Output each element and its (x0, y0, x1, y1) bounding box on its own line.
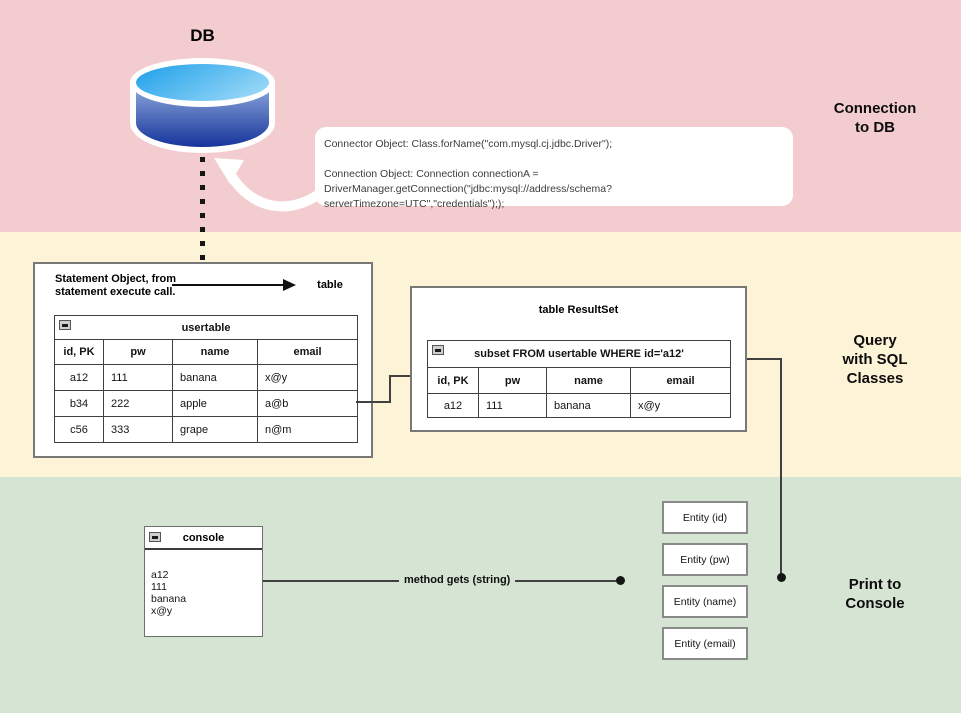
table-row: a12 111 banana x@y (54, 364, 359, 391)
connector-endpoint-dot (616, 576, 625, 585)
column-header: email (256, 339, 359, 365)
cell-name: banana (546, 393, 631, 418)
column-header: name (546, 367, 631, 394)
cell-id: a12 (427, 393, 479, 418)
console-line: banana (151, 593, 187, 605)
connector-endpoint-dot (777, 573, 786, 582)
column-header: id, PK (427, 367, 479, 394)
cylinder-top (130, 58, 275, 107)
usertable-to-resultset-connector-seg (389, 376, 391, 403)
cell-pw: 333 (103, 416, 173, 443)
cell-name: grape (172, 416, 258, 443)
statement-object-node[interactable]: Statement Object, from statement execute… (33, 262, 373, 458)
resultset-node[interactable]: table ResultSet subset FROM usertable WH… (410, 286, 747, 432)
collapse-icon[interactable] (432, 345, 444, 355)
column-header: pw (478, 367, 547, 394)
console-line: 111 (151, 581, 167, 593)
statement-note: Statement Object, from statement execute… (55, 273, 176, 299)
column-header: pw (103, 339, 173, 365)
subset-table[interactable]: subset FROM usertable WHERE id='a12' id,… (426, 340, 732, 418)
console-line: a12 (151, 569, 169, 581)
cell-id: a12 (54, 364, 104, 391)
bubble-to-db-arrow (214, 158, 327, 212)
console-title: console (182, 532, 225, 544)
usertable-to-resultset-connector-seg (356, 401, 391, 403)
connection-band-label: Connection to DB (815, 99, 935, 137)
cell-email: n@m (256, 416, 359, 443)
minus-glyph (62, 323, 68, 327)
label-line: Query (853, 332, 897, 349)
note-line: statement execute call. (55, 286, 176, 298)
label-line: Connection (833, 100, 917, 117)
console-line: x@y (151, 605, 173, 617)
usertable[interactable]: usertable id, PK pw name email a12 111 b… (53, 315, 359, 443)
resultset-down-connector-seg (747, 358, 782, 360)
table-row: a12 111 banana x@y (427, 393, 732, 418)
entity-name-node[interactable]: Entity (name) (662, 585, 748, 618)
console-output: a12 111 banana x@y (145, 550, 262, 617)
subset-title: subset FROM usertable WHERE id='a12' (474, 348, 684, 360)
collapse-icon[interactable] (149, 532, 161, 542)
console-header: console (145, 527, 262, 550)
entity-pw-node[interactable]: Entity (pw) (662, 543, 748, 576)
collapse-icon[interactable] (59, 320, 71, 330)
usertable-to-resultset-connector-seg (389, 375, 418, 377)
entity-stack: Entity (id) Entity (pw) Entity (name) En… (662, 501, 748, 669)
print-band-label: Print to Console (815, 575, 935, 613)
label-line: to DB (855, 119, 895, 136)
usertable-title-cell: usertable (53, 315, 359, 340)
resultset-title: table ResultSet (538, 304, 619, 316)
table-row: b34 222 apple a@b (54, 390, 359, 417)
query-band-label: Query with SQL Classes (815, 331, 935, 388)
entity-email-node[interactable]: Entity (email) (662, 627, 748, 660)
cell-pw: 111 (478, 393, 547, 418)
column-header: email (629, 367, 732, 394)
cell-id: c56 (54, 416, 104, 443)
column-header: name (172, 339, 258, 365)
code-line-drivermanager: DriverManager.getConnection("jdbc:mysql:… (324, 183, 612, 210)
label-line: Console (845, 595, 905, 612)
code-line-gap (324, 152, 785, 167)
cell-name: banana (172, 364, 258, 391)
statement-arrow-label: table (317, 279, 343, 291)
db-to-statement-dotted-connector (200, 157, 205, 262)
cell-id: b34 (54, 390, 104, 417)
table-row: c56 333 grape n@m (54, 416, 359, 443)
column-header: id, PK (54, 339, 104, 365)
database-cylinder-icon[interactable] (130, 58, 275, 154)
code-line-connection-object: Connection Object: Connection connection… (324, 168, 539, 180)
minus-glyph (435, 348, 441, 352)
minus-glyph (152, 535, 158, 539)
jdbc-code-bubble[interactable]: Connector Object: Class.forName("com.mys… (315, 127, 793, 210)
cell-email: a@b (256, 390, 359, 417)
subset-title-cell: subset FROM usertable WHERE id='a12' (426, 340, 732, 368)
label-line: Classes (846, 370, 904, 387)
note-line: Statement Object, from (55, 273, 177, 285)
resultset-down-connector-seg (780, 358, 782, 577)
usertable-title: usertable (181, 321, 231, 334)
code-line-connector-object: Connector Object: Class.forName("com.mys… (324, 138, 613, 150)
entity-id-node[interactable]: Entity (id) (662, 501, 748, 534)
label-line: with SQL (842, 351, 908, 368)
cell-name: apple (172, 390, 258, 417)
cell-pw: 111 (103, 364, 173, 391)
db-title: DB (190, 26, 215, 45)
cell-email: x@y (629, 393, 732, 418)
label-line: Print to (848, 576, 902, 593)
statement-arrow-line (172, 284, 284, 286)
method-gets-label: method gets (string) (399, 574, 516, 586)
statement-arrow-head (283, 279, 296, 291)
cell-email: x@y (256, 364, 359, 391)
console-node[interactable]: console a12 111 banana x@y (144, 526, 263, 637)
cell-pw: 222 (103, 390, 173, 417)
